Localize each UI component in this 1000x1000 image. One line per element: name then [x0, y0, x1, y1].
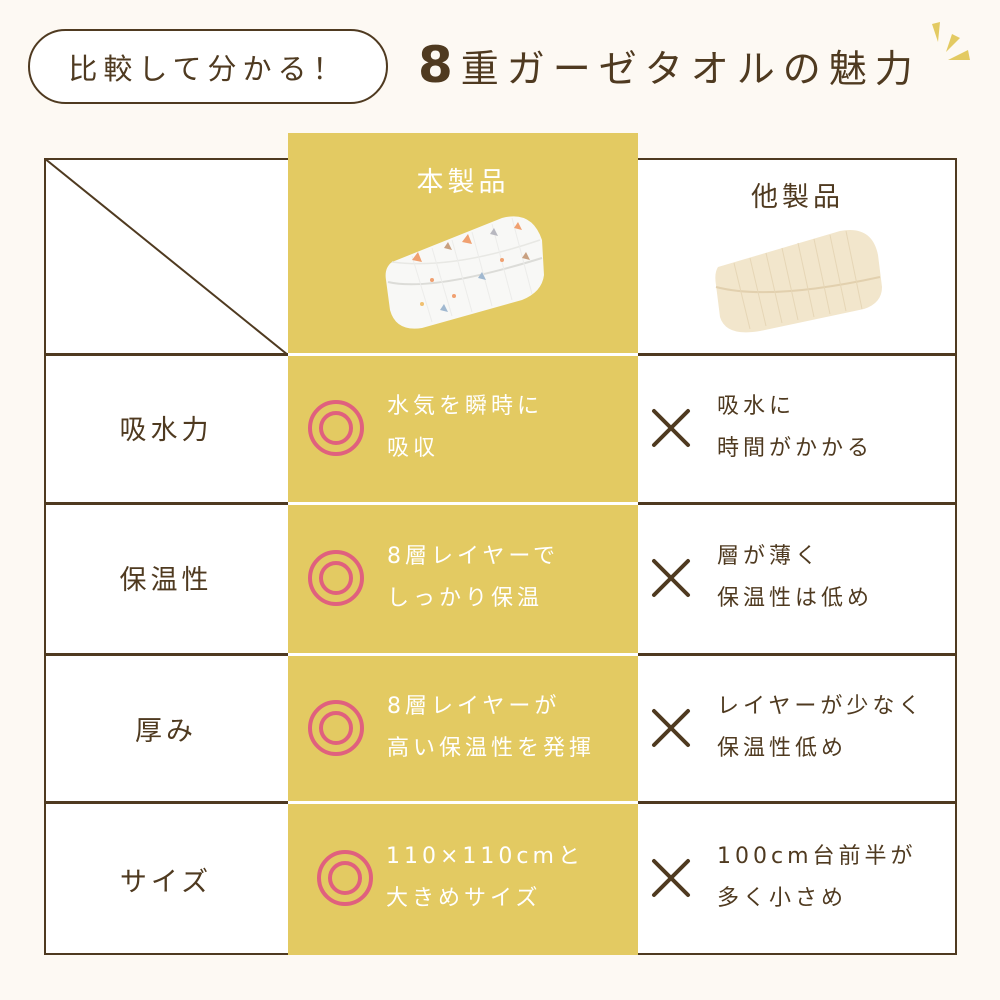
sparkle-icon — [932, 22, 970, 60]
cell-text-line: 8層レイヤーで — [387, 544, 560, 569]
title-number: 8 — [418, 36, 453, 94]
cross-icon — [652, 859, 690, 897]
cell-text-line: 保温性低め — [717, 736, 848, 761]
column-divider — [288, 653, 638, 656]
cell-text-line: 吸収 — [387, 436, 440, 461]
cell-theirs-warmth: 層が薄く 保温性は低め — [651, 536, 873, 620]
cell-text-line: 高い保温性を発揮 — [387, 736, 596, 761]
cell-ours-size: 110×110cmと 大きめサイズ — [316, 836, 584, 920]
column-header-theirs: 他製品 — [751, 182, 844, 213]
cell-theirs-size: 100cm台前半が 多く小さめ — [651, 836, 917, 920]
page-title: 8 重ガーゼタオルの魅力 — [418, 36, 921, 106]
cell-ours-thickness: 8層レイヤーが 高い保温性を発揮 — [307, 686, 595, 770]
cell-text-line: 時間がかかる — [717, 436, 874, 461]
cell-text-line: 大きめサイズ — [386, 886, 542, 911]
row-label-absorbency: 吸水力 — [119, 415, 213, 446]
row-label-thickness: 厚み — [135, 716, 197, 747]
column-divider — [288, 353, 638, 356]
cell-ours-warmth: 8層レイヤーで しっかり保温 — [307, 536, 559, 620]
product-image-ours — [385, 216, 544, 329]
compare-badge: 比較して分かる！ — [28, 29, 388, 104]
row-label-size: サイズ — [119, 867, 213, 898]
cell-theirs-thickness: レイヤーが少なく 保温性低め — [651, 686, 924, 770]
header-corner-diagonal — [44, 158, 288, 355]
product-image-theirs — [715, 230, 882, 333]
cell-text-line: 層が薄く — [717, 544, 822, 569]
double-circle-icon — [308, 550, 364, 606]
double-circle-icon — [308, 400, 364, 456]
cross-icon — [652, 559, 690, 597]
column-divider — [288, 502, 638, 505]
cell-theirs-absorbency: 吸水に 時間がかかる — [651, 386, 873, 470]
compare-badge-label: 比較して分かる！ — [68, 51, 348, 86]
cell-text-line: 水気を瞬時に — [387, 394, 544, 419]
cell-text-line: しっかり保温 — [387, 586, 544, 611]
row-label-warmth: 保温性 — [119, 565, 213, 596]
column-divider — [288, 801, 638, 804]
cell-text-line: 保温性は低め — [717, 586, 874, 611]
cross-icon — [652, 409, 690, 447]
column-header-ours: 本製品 — [416, 167, 510, 198]
double-circle-icon — [317, 850, 373, 906]
cross-icon — [652, 709, 690, 747]
cell-text-line: 吸水に — [717, 394, 796, 419]
cell-text-line: レイヤーが少なく — [717, 694, 925, 719]
title-text: 重ガーゼタオルの魅力 — [460, 47, 921, 91]
cell-text-line: 110×110cmと — [386, 844, 584, 869]
cell-text-line: 多く小さめ — [717, 886, 848, 911]
cell-text-line: 8層レイヤーが — [387, 694, 561, 719]
cell-text-line: 100cm台前半が — [717, 844, 917, 869]
double-circle-icon — [308, 700, 364, 756]
cell-ours-absorbency: 水気を瞬時に 吸収 — [307, 386, 543, 470]
